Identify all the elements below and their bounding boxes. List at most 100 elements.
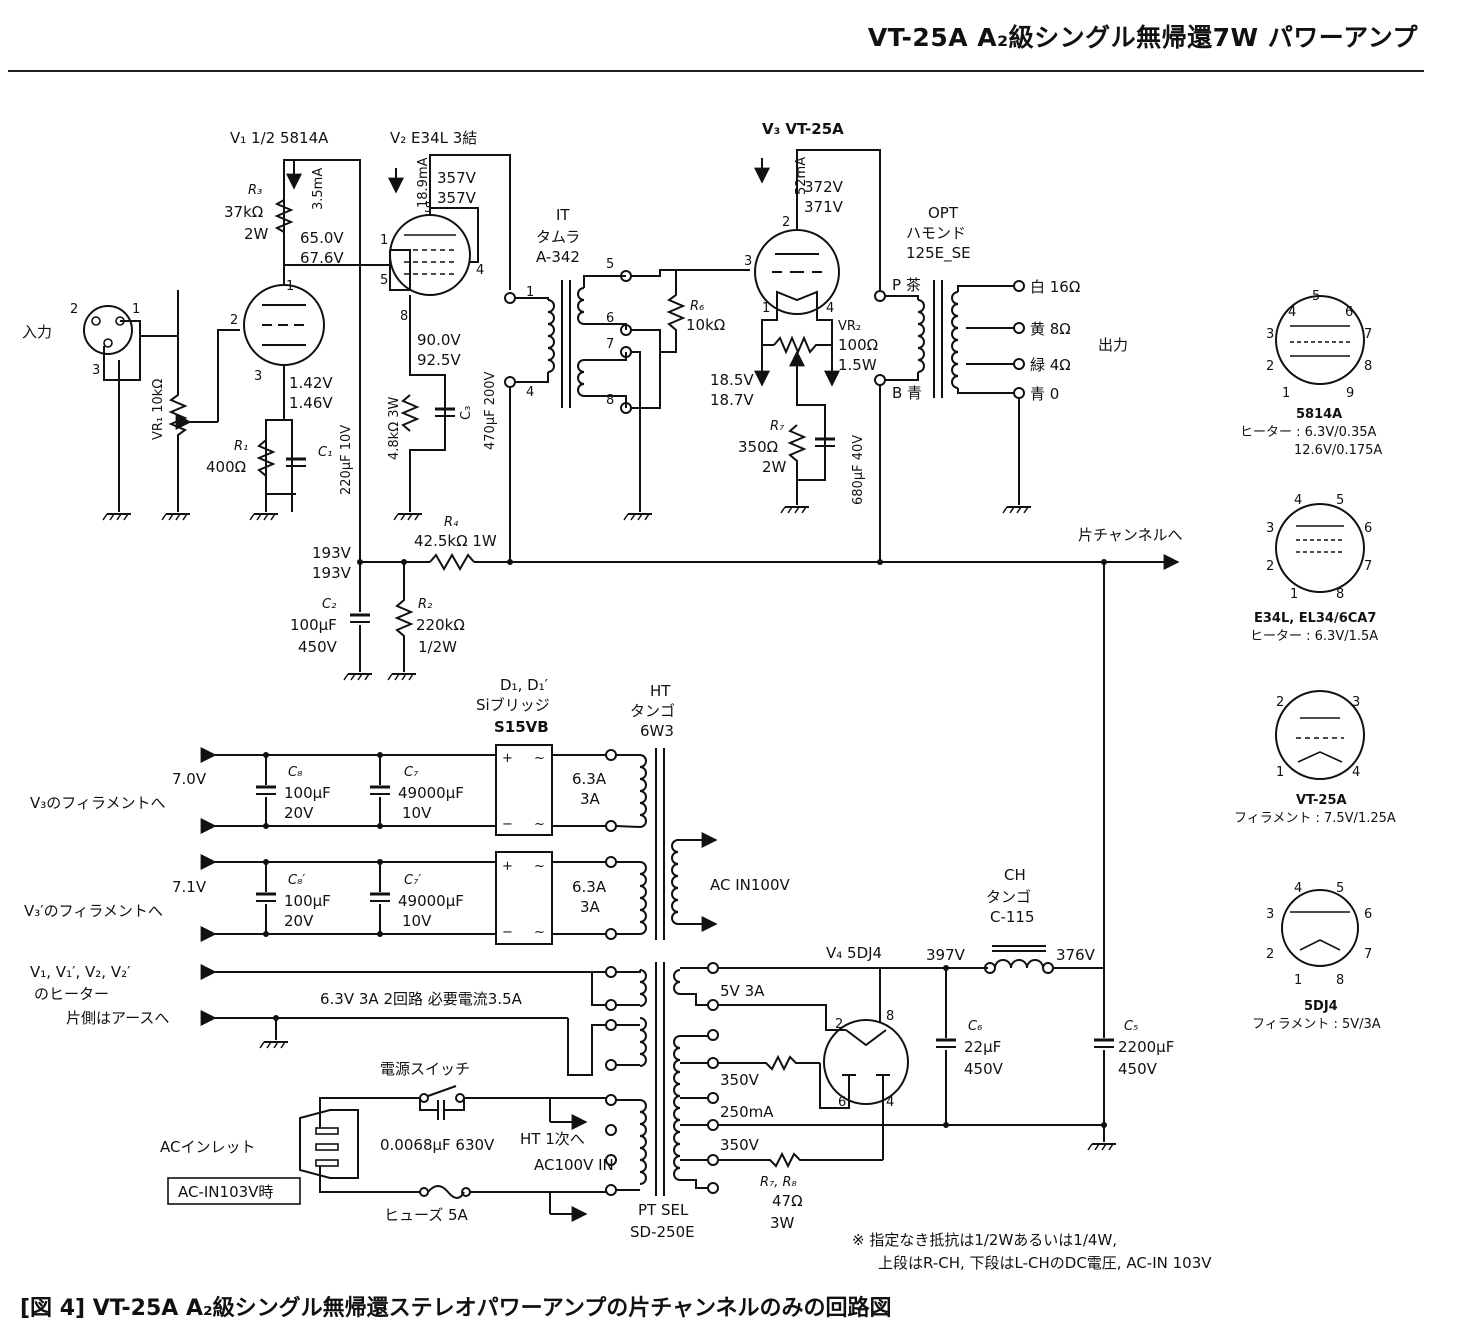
bridge-rectifier-2 [495, 851, 553, 945]
p5814-pin9: 9 [1346, 386, 1354, 401]
ht-label3: 6W3 [640, 722, 674, 740]
pe34-pin4: 4 [1294, 493, 1302, 508]
fil2-volt: 7.1V [172, 878, 207, 896]
inlet-label: ACインレット [160, 1138, 255, 1156]
it-pin5: 5 [606, 257, 614, 272]
p5814-pin6: 6 [1345, 305, 1353, 320]
b-voltage: 193V [312, 544, 352, 562]
svg-text:+: + [502, 859, 513, 874]
c8p-value: 100μF [284, 892, 331, 910]
vr2-value: 100Ω [838, 336, 878, 354]
it-pin8: 8 [606, 393, 614, 408]
choke-label1: CH [1004, 866, 1026, 884]
c7p-value: 49000μF [398, 892, 464, 910]
switch-label: 電源スイッチ [380, 1060, 470, 1078]
pt-5v: 5V 3A [720, 982, 765, 1000]
opt-label3: 125E_SE [906, 244, 971, 263]
v3-current: 52mA [794, 157, 809, 195]
v1-pin3: 3 [254, 369, 262, 384]
it-label2: タムラ [536, 228, 580, 246]
v1-pin1: 1 [286, 279, 294, 294]
output-label: 出力 [1098, 336, 1128, 354]
v397: 397V [926, 946, 966, 964]
pe34-pin8: 8 [1336, 587, 1344, 602]
r7-name: R₇ [770, 419, 785, 434]
v2-pin3: 3 [424, 201, 432, 216]
ht-sec2-b: 3A [580, 898, 601, 916]
r3-watt: 2W [244, 225, 269, 243]
r78-name: R₇, R₈ [760, 1175, 797, 1190]
p5814-pin7: 7 [1364, 327, 1372, 342]
p5814-pin1: 1 [1282, 386, 1290, 401]
heater-label2: のヒーター [34, 985, 109, 1003]
r5-value: 4.8kΩ 3W [387, 396, 402, 460]
c8-volt: 20V [284, 804, 314, 822]
ac100-label: AC100V IN [534, 1156, 614, 1174]
c8-name: C₈ [288, 765, 302, 780]
r4-name: R₄ [444, 515, 459, 530]
v3-pin1: 1 [762, 301, 770, 316]
ht-primary-label: HT 1次へ [520, 1130, 585, 1148]
page-header: VT-25A A₂級シングル無帰還7W パワーアンプ [8, 0, 1424, 72]
ht-sec2-a: 6.3A [572, 878, 607, 896]
r7-value: 350Ω [738, 438, 778, 456]
inlet-note-box [167, 1177, 301, 1205]
v376: 376V [1056, 946, 1096, 964]
pe34-name: E34L, EL34/6CA7 [1254, 611, 1376, 626]
out-4ohm: 緑 4Ω [1030, 356, 1071, 374]
v2-cathode-v2: 92.5V [417, 351, 461, 369]
input-pin1: 1 [132, 302, 140, 317]
inlet-note: AC-IN103V時 [178, 1183, 273, 1201]
snubber-cap: 0.0068μF 630V [380, 1136, 495, 1154]
v4-pin6: 6 [838, 1095, 846, 1110]
v2-plate-v2: 357V [437, 189, 477, 207]
v1-pin2: 2 [230, 313, 238, 328]
p5814-pin4: 4 [1288, 305, 1296, 320]
v2-pin8: 8 [400, 309, 408, 324]
v3-plate-v2: 371V [804, 198, 844, 216]
v2-plate-v: 357V [437, 169, 477, 187]
it-pin7: 7 [606, 337, 614, 352]
v4-pin4: 4 [886, 1095, 894, 1110]
pe34-pin2: 2 [1266, 559, 1274, 574]
heater-label1: V₁, V₁′, V₂, V₂′ [30, 963, 131, 981]
p5dj4-pin2: 2 [1266, 947, 1274, 962]
v1-cathode-v2: 1.46V [289, 394, 333, 412]
c1-value: 220μF 10V [339, 425, 354, 495]
svg-text:−: − [502, 817, 513, 832]
p5814-spec2: 12.6V/0.175A [1294, 443, 1382, 458]
r6-name: R₆ [690, 299, 704, 314]
input-pin2: 2 [70, 302, 78, 317]
c6-volt: 450V [964, 1060, 1004, 1078]
pt-model: SD-250E [630, 1223, 695, 1241]
opt-primary-p: P 茶 [892, 276, 921, 294]
p5814-pin3: 3 [1266, 327, 1274, 342]
svg-text:+: + [502, 751, 513, 766]
svg-text:~: ~ [534, 925, 545, 940]
v2-pin5: 5 [380, 273, 388, 288]
v2-pin4: 4 [476, 263, 484, 278]
c8-value: 100μF [284, 784, 331, 802]
note-line2: 上段はR-CH, 下段はL-CHのDC電圧, AC-IN 103V [878, 1254, 1212, 1272]
r1-value: 400Ω [206, 458, 246, 476]
v3-fil-v2: 18.7V [710, 391, 754, 409]
b-voltage2: 193V [312, 564, 352, 582]
p5dj4-pin8: 8 [1336, 973, 1344, 988]
pinout-vt25a: 2 3 1 4 VT-25A フィラメント : 7.5V/1.25A [1234, 690, 1396, 826]
choke-label2: タンゴ [986, 888, 1031, 906]
vr2-name: VR₂ [838, 319, 861, 334]
r2-watt: 1/2W [418, 638, 457, 656]
v2-cathode-v: 90.0V [417, 331, 461, 349]
svg-text:~: ~ [534, 751, 545, 766]
pt-350v-a: 350V [720, 1071, 760, 1089]
fuse-label: ヒューズ 5A [384, 1206, 469, 1224]
v4-pin8: 8 [886, 1009, 894, 1024]
fuse: ヒューズ 5A [384, 1185, 471, 1224]
it-label3: A-342 [536, 248, 580, 266]
pe34-pin3: 3 [1266, 521, 1274, 536]
ac-inlet: ACインレット [160, 1109, 359, 1179]
p5814-pin8: 8 [1364, 359, 1372, 374]
fil2-label: V₃′のフィラメントへ [24, 902, 163, 920]
c8p-name: C₈′ [288, 873, 305, 888]
